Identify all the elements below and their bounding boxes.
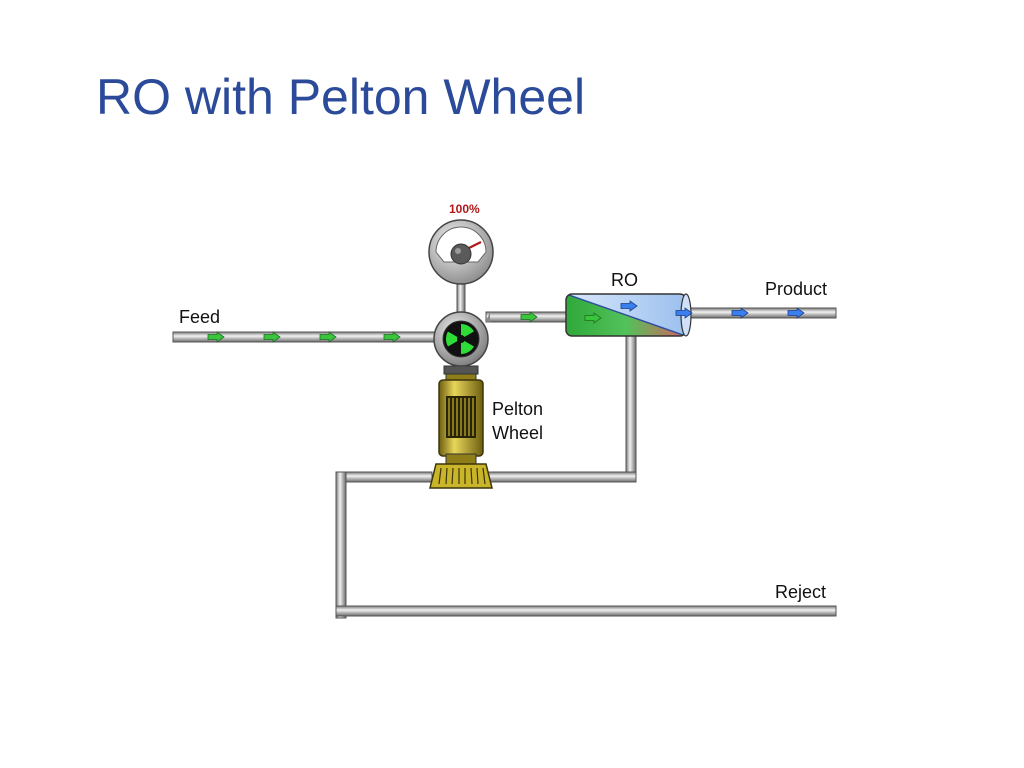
feed-flow-arrows — [207, 311, 538, 343]
flow-arrow-icon — [383, 331, 401, 343]
feed-label: Feed — [179, 307, 220, 327]
gauge-reading-label: 100% — [449, 202, 480, 216]
flow-arrow-icon — [584, 312, 602, 324]
gauge-stem — [456, 281, 466, 317]
flow-arrow-icon — [319, 331, 337, 343]
pelton-wheel-icon — [429, 373, 493, 489]
product-flow-arrows — [675, 307, 805, 319]
page-title: RO with Pelton Wheel — [96, 69, 586, 125]
product-label: Product — [765, 279, 827, 299]
reject-pipe — [335, 605, 837, 617]
flow-arrow-icon — [520, 311, 538, 323]
ro-membrane-vessel — [565, 293, 692, 337]
pressure-gauge-icon — [428, 219, 494, 285]
pelton-wheel-label-line1: Pelton — [492, 399, 543, 419]
piping — [172, 281, 837, 619]
flow-arrow-icon — [207, 331, 225, 343]
high-pressure-pump-icon — [433, 311, 490, 375]
ro-label: RO — [611, 270, 638, 290]
reject-to-pelton-pipe — [487, 471, 637, 483]
reject-down-pipe — [335, 471, 347, 619]
flow-arrow-icon — [787, 307, 805, 319]
flow-arrow-icon — [731, 307, 749, 319]
flow-arrow-icon — [620, 300, 638, 312]
reject-label: Reject — [775, 582, 826, 602]
ro-reject-drop-pipe — [625, 333, 637, 483]
pelton-wheel-label-line2: Wheel — [492, 423, 543, 443]
product-pipe — [683, 307, 837, 319]
flow-arrow-icon — [263, 331, 281, 343]
flow-arrow-icon — [675, 307, 693, 319]
pelton-exit-pipe — [335, 471, 433, 483]
